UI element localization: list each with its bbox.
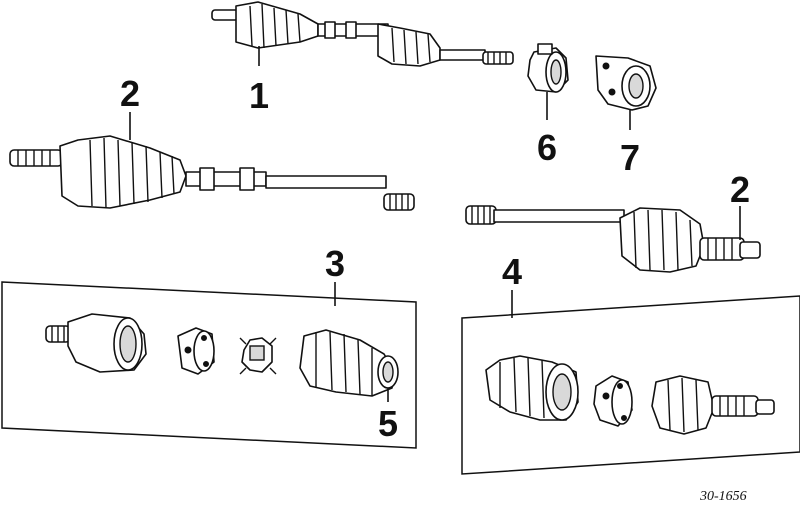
- bearing-part: [527, 43, 569, 93]
- callout-1: 1: [249, 75, 269, 116]
- callout-5: 5: [378, 403, 398, 444]
- callout-7: 7: [620, 137, 640, 178]
- callout-2-left: 2: [120, 73, 140, 114]
- drive-shaft-assembly-left: [9, 135, 415, 211]
- callout-3: 3: [325, 243, 345, 284]
- bracket-part: [595, 55, 657, 111]
- callout-2-right: 2: [730, 169, 750, 210]
- inner-cv-joint: [651, 375, 775, 435]
- repair-kit-box-right: [461, 295, 800, 475]
- drive-shaft-assembly-top: [211, 1, 514, 67]
- cv-joint-cage: [177, 327, 215, 375]
- inner-race: [239, 337, 277, 375]
- callout-6: 6: [537, 127, 557, 168]
- cv-joint-cage-right: [593, 375, 633, 427]
- leader-lines: [129, 46, 741, 402]
- cv-boot-left: [299, 329, 399, 397]
- repair-kit-box-left: [1, 281, 417, 449]
- reference-code: 30-1656: [699, 489, 747, 504]
- cv-boot-right: [485, 355, 579, 421]
- callout-4: 4: [502, 251, 522, 292]
- drive-shaft-assembly-right: [465, 205, 761, 273]
- outer-cv-joint: [45, 313, 147, 373]
